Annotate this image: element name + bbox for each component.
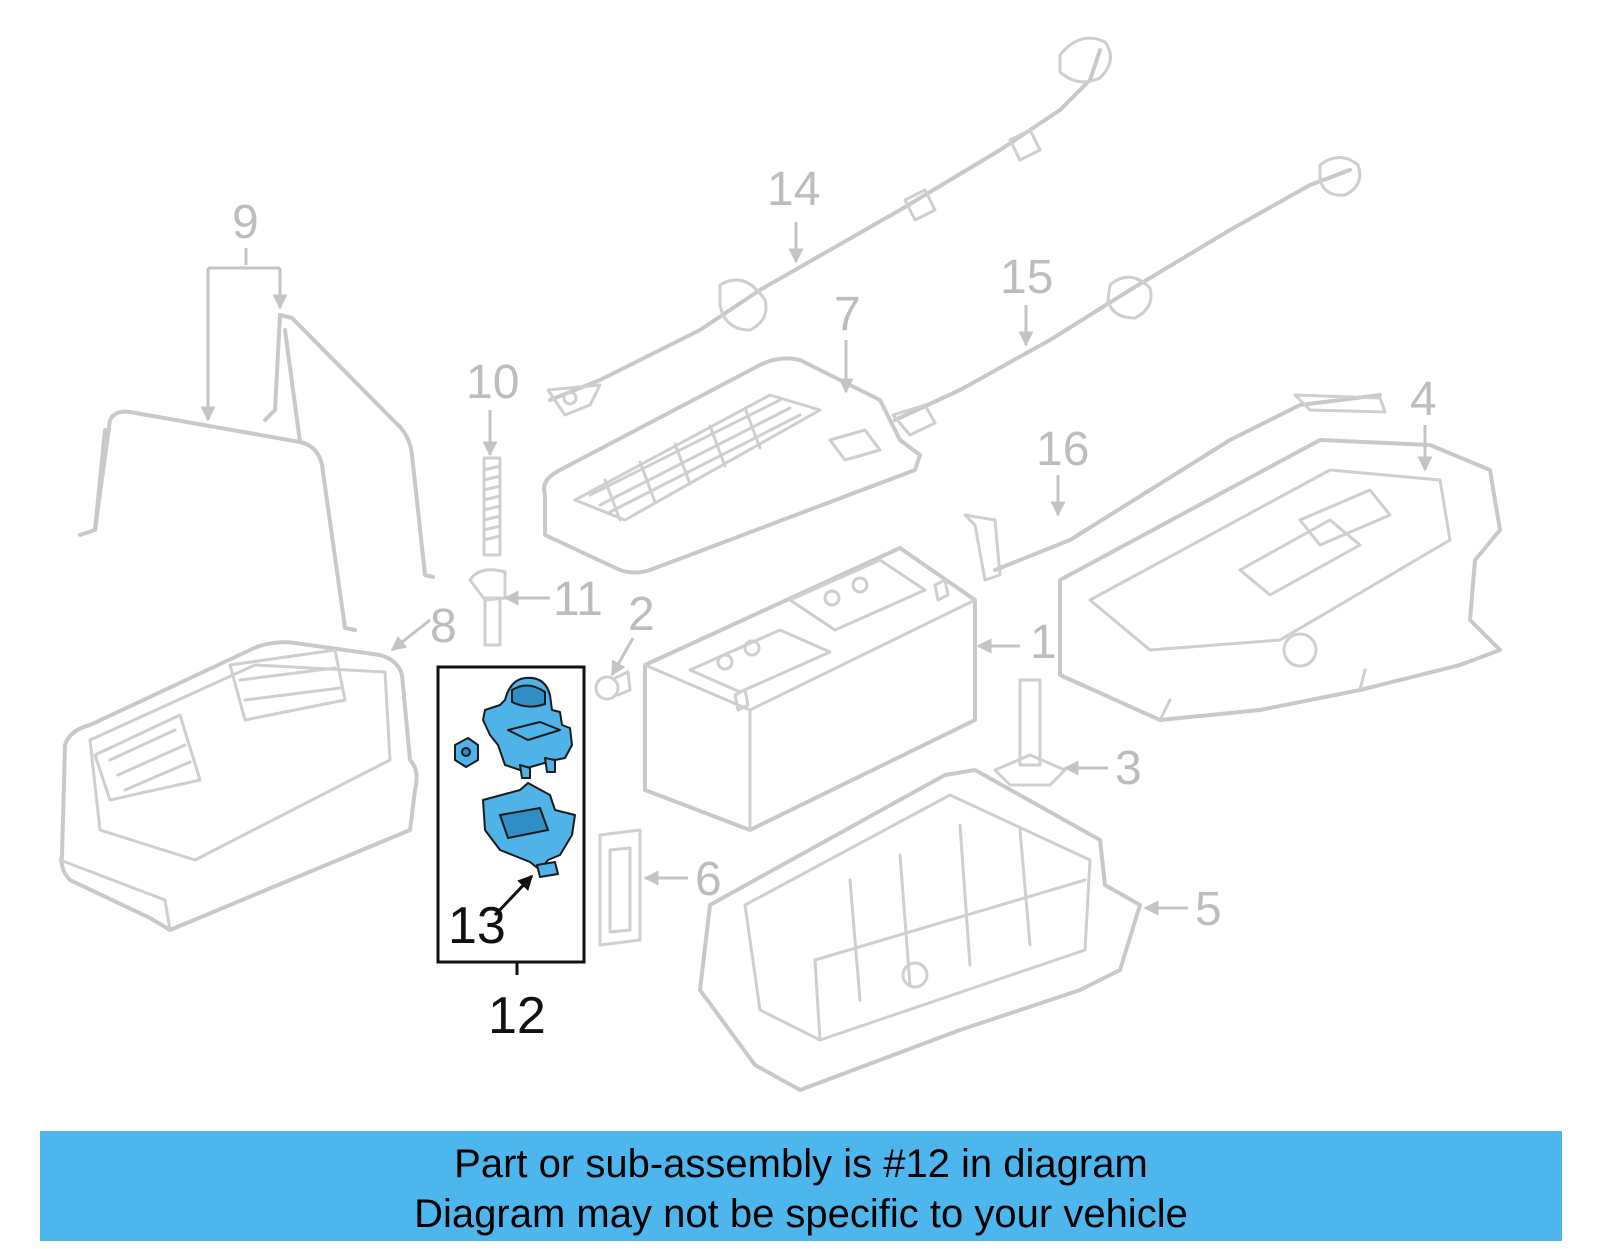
part-12-bracket bbox=[482, 782, 576, 878]
callout-8: 8 bbox=[430, 600, 457, 653]
callout-13: 13 bbox=[448, 897, 506, 955]
part-14-battery-cable bbox=[546, 36, 1112, 417]
part-16-battery-cable bbox=[963, 393, 1387, 582]
part-11-fastener bbox=[468, 568, 507, 647]
banner-line-1: Part or sub-assembly is #12 in diagram bbox=[454, 1142, 1148, 1186]
part-10-stud bbox=[482, 456, 502, 557]
part-12-highlight-box: 13 bbox=[436, 665, 586, 975]
callout-12: 12 bbox=[488, 987, 546, 1045]
callout-5: 5 bbox=[1195, 883, 1222, 936]
banner-line-2: Diagram may not be specific to your vehi… bbox=[414, 1192, 1188, 1236]
part-4-battery-tray bbox=[1058, 438, 1502, 722]
part-1-battery bbox=[643, 546, 977, 832]
part-12-relay-unit bbox=[482, 676, 573, 779]
part-3-bolt bbox=[993, 678, 1067, 787]
part-15-battery-cable bbox=[891, 156, 1362, 437]
part-12-small-nut bbox=[454, 737, 479, 768]
part-5-lower-tray bbox=[698, 768, 1142, 1092]
callout-7: 7 bbox=[834, 288, 861, 341]
callout-3: 3 bbox=[1115, 742, 1142, 795]
callout-labels: 1 2 3 4 5 6 7 8 9 10 11 14 15 16 bbox=[232, 163, 1437, 936]
callout-9: 9 bbox=[232, 196, 259, 249]
part-9-hold-down-frame bbox=[78, 313, 435, 632]
callout-1: 1 bbox=[1030, 616, 1057, 669]
callout-16: 16 bbox=[1036, 423, 1089, 476]
part-6-clip bbox=[598, 828, 642, 947]
info-banner: Part or sub-assembly is #12 in diagram D… bbox=[40, 1131, 1562, 1241]
part-7-top-cover bbox=[542, 356, 922, 575]
part-8-battery-cover bbox=[58, 640, 419, 932]
callout-4: 4 bbox=[1410, 373, 1437, 426]
callout-11: 11 bbox=[553, 573, 603, 626]
leader-lines bbox=[200, 222, 1433, 916]
callout-10: 10 bbox=[466, 356, 519, 409]
callout-2: 2 bbox=[628, 588, 655, 641]
callout-14: 14 bbox=[767, 163, 820, 216]
callout-15: 15 bbox=[1000, 251, 1053, 304]
part-2-grommet bbox=[594, 670, 632, 701]
callout-6: 6 bbox=[695, 853, 722, 906]
callout-13-arrow bbox=[493, 874, 534, 917]
